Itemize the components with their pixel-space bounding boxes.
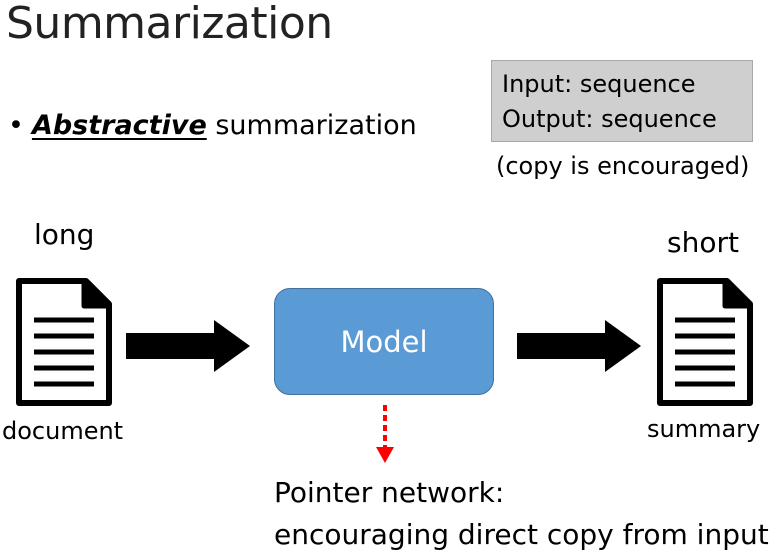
bullet-emphasis: Abstractive: [31, 110, 207, 141]
copy-note: (copy is encouraged): [496, 152, 750, 180]
pointer-note-line2: encouraging direct copy from input: [274, 518, 769, 551]
pointer-dashed-arrow-icon: [376, 405, 394, 463]
bullet-marker: •: [8, 110, 24, 141]
label-short: short: [667, 226, 739, 259]
bullet-abstractive-summarization: •Abstractive summarization: [8, 110, 417, 141]
label-long: long: [34, 218, 95, 251]
model-to-output-arrow-icon: [517, 320, 641, 372]
input-to-model-arrow-icon: [126, 320, 250, 372]
label-document: document: [2, 417, 124, 445]
model-label: Model: [340, 324, 428, 359]
pointer-network-note: Pointer network: encouraging direct copy…: [274, 472, 769, 556]
output-document-icon: [657, 278, 753, 406]
io-spec-box: Input: sequence Output: sequence: [491, 60, 753, 142]
label-summary: summary: [647, 415, 761, 443]
bullet-text: summarization: [206, 110, 417, 141]
model-box: Model: [274, 288, 494, 395]
slide-title: Summarization: [6, 0, 333, 49]
io-input-line: Input: sequence: [502, 70, 696, 98]
pointer-note-line1: Pointer network:: [274, 476, 505, 509]
input-document-icon: [16, 278, 112, 406]
io-output-line: Output: sequence: [502, 105, 717, 133]
